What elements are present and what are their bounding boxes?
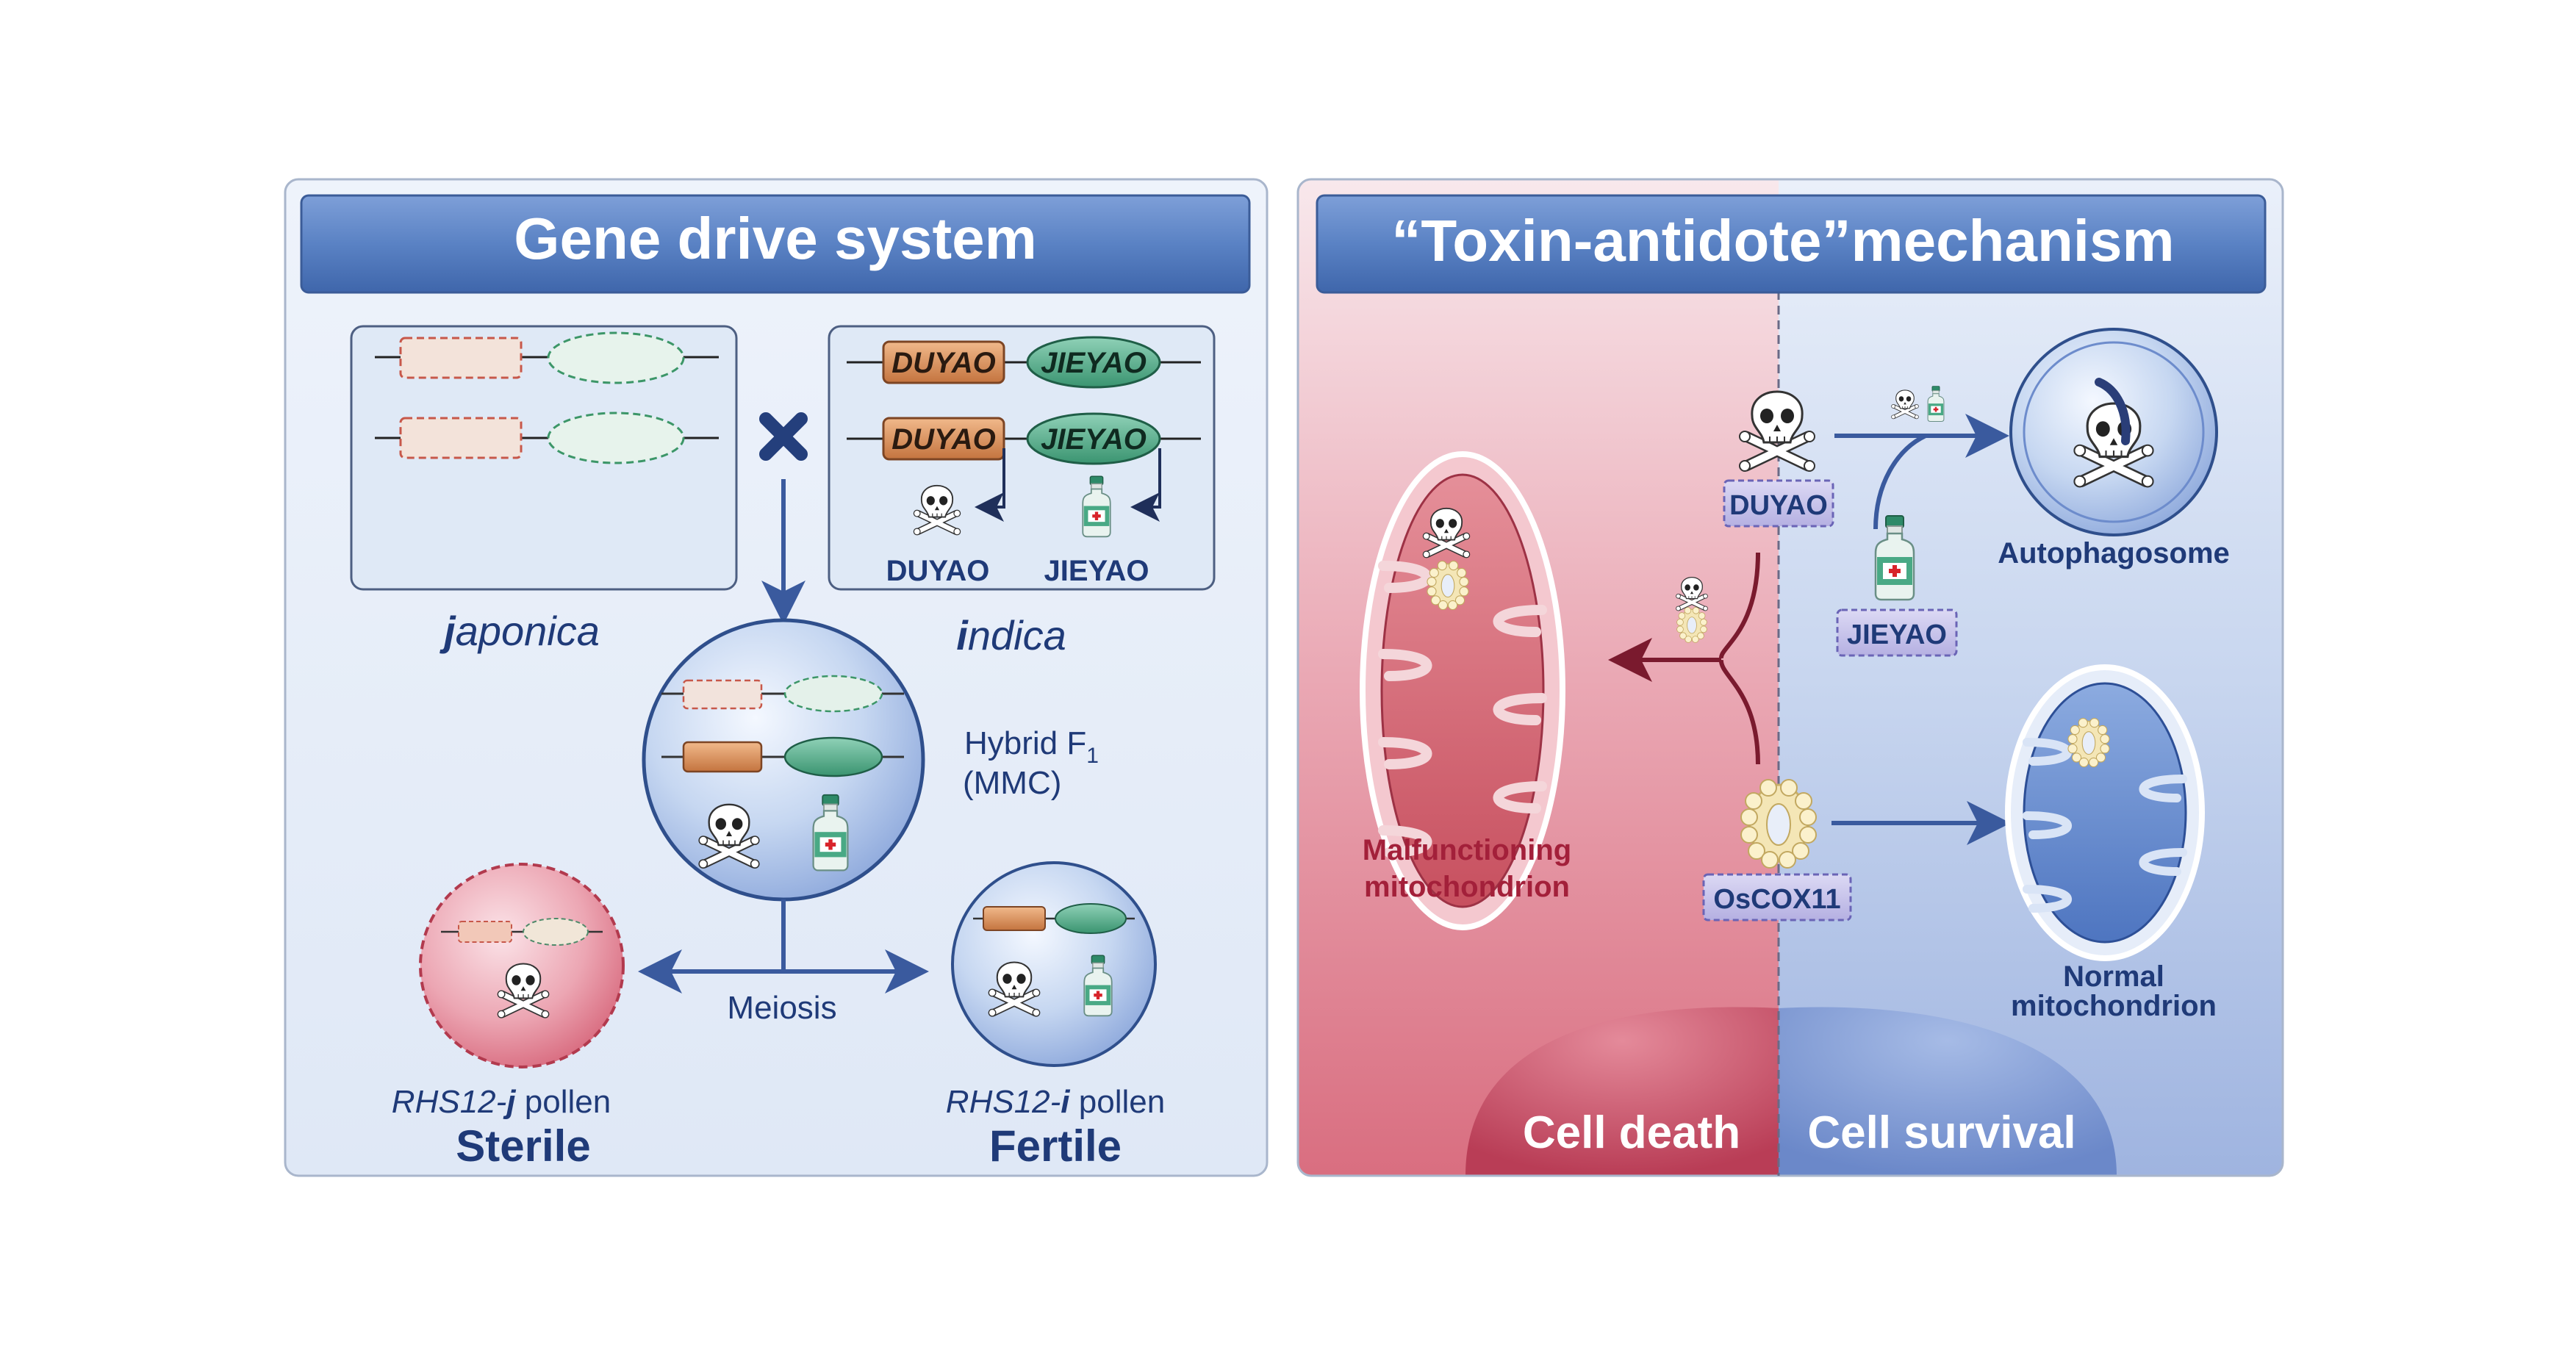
oscox11-icon [2067, 717, 2110, 768]
svg-text:OsCOX11: OsCOX11 [1713, 884, 1840, 915]
indica-label: indica [956, 612, 1066, 658]
sterile-pollen-cell [419, 863, 625, 1068]
duyao-tag: DUYAO [1723, 479, 1834, 528]
japonica-chromosome-box [350, 325, 738, 591]
oscox11-tag: OsCOX11 [1702, 873, 1852, 922]
hybrid-label: Hybrid F1 [964, 725, 1099, 768]
fertile-pollen-cell [951, 861, 1157, 1067]
fertile-pollen-label: RHS12-i pollen [946, 1084, 1165, 1120]
oscox11-icon [1740, 778, 1818, 869]
hybrid-mmc-label: (MMC) [963, 765, 1061, 801]
normal-mitochondrion [2005, 664, 2205, 961]
autophagosome [2009, 328, 2218, 536]
hybrid-f1-cell [642, 618, 925, 902]
left-panel-title: Gene drive system [514, 206, 1036, 271]
malfunctioning-label-1: Malfunctioning [1363, 834, 1571, 866]
jieyao-label: JIEYAO [1044, 555, 1149, 587]
right-panel: “Toxin-antidote”mechanism Malfunctioning… [1296, 178, 2284, 1177]
left-panel: Gene drive system DUYAO JIEYAO DU [284, 178, 1269, 1177]
svg-text:DUYAO: DUYAO [1729, 490, 1828, 521]
indica-chromosome-box: DUYAO JIEYAO DUYAO JIEYAO DUYAO JIEYAO [828, 325, 1216, 591]
sterile-label: Sterile [456, 1121, 590, 1171]
sterile-pollen-label: RHS12-j pollen [392, 1084, 611, 1120]
oscox11-icon [1676, 606, 1707, 644]
duyao-label: DUYAO [886, 555, 990, 587]
malfunctioning-label-2: mitochondrion [1364, 871, 1570, 903]
normal-label-1: Normal [2063, 960, 2164, 993]
cell-survival-label: Cell survival [1807, 1107, 2075, 1158]
duyao-gene-1: DUYAO [891, 347, 995, 379]
malfunctioning-mitochondrion [1360, 451, 1565, 930]
cross-mark-icon [759, 412, 808, 461]
right-panel-title: “Toxin-antidote”mechanism [1391, 208, 2174, 273]
svg-text:JIEYAO: JIEYAO [1847, 619, 1947, 650]
jieyao-gene-2: JIEYAO [1041, 423, 1147, 456]
jieyao-gene-1: JIEYAO [1041, 347, 1147, 379]
normal-label-2: mitochondrion [2011, 990, 2217, 1022]
autophagosome-label: Autophagosome [1998, 537, 2230, 570]
jieyao-tag: JIEYAO [1836, 608, 1958, 657]
japonica-label: japonica [439, 608, 600, 654]
duyao-gene-2: DUYAO [891, 423, 995, 456]
oscox11-icon [1427, 560, 1469, 611]
cell-death-label: Cell death [1523, 1107, 1740, 1158]
fertile-label: Fertile [989, 1121, 1122, 1171]
meiosis-label: Meiosis [727, 990, 836, 1026]
